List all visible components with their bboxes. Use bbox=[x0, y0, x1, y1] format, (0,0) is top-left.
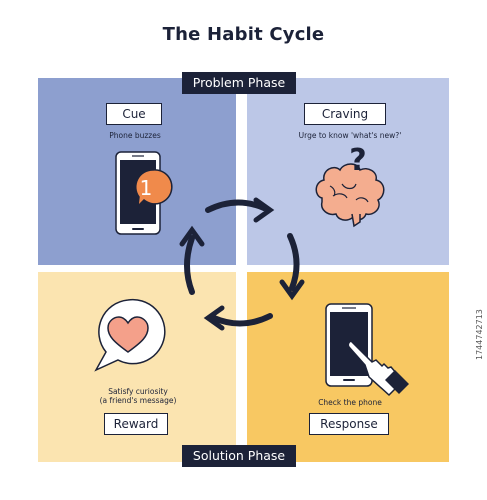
arrow-response-to-reward bbox=[211, 313, 273, 327]
arrowhead-response bbox=[279, 279, 305, 301]
question-mark: ? bbox=[349, 143, 366, 178]
arrowhead-craving bbox=[253, 197, 275, 223]
cue-label: Cue bbox=[106, 103, 162, 125]
arrowhead-cue bbox=[179, 225, 205, 247]
reward-description-line-2: (a friend's message) bbox=[99, 396, 177, 405]
reward-description-line-1: Satisfy curiosity bbox=[108, 387, 168, 396]
arrow-reward-to-cue bbox=[184, 235, 195, 295]
cue-description: Phone buzzes bbox=[109, 131, 161, 140]
hand-tapping-phone-icon bbox=[325, 303, 409, 397]
page-title: The Habit Cycle bbox=[162, 24, 325, 45]
arrow-craving-to-response bbox=[287, 233, 300, 291]
stock-id: 1744742713 bbox=[475, 309, 484, 360]
arrow-cue-to-craving bbox=[205, 199, 267, 213]
arrowhead-reward bbox=[203, 305, 225, 331]
problem-phase-banner: Problem Phase bbox=[182, 72, 296, 94]
solution-phase-banner: Solution Phase bbox=[182, 445, 296, 467]
response-label: Response bbox=[309, 413, 389, 435]
reward-label: Reward bbox=[104, 413, 168, 435]
cycle-arrows-icon bbox=[179, 197, 305, 331]
phone-notification-icon: 1 bbox=[115, 151, 173, 235]
heart-speech-bubble-icon bbox=[94, 298, 166, 372]
notification-badge-number: 1 bbox=[140, 176, 153, 200]
reward-description: Satisfy curiosity (a friend's message) bbox=[88, 387, 188, 405]
craving-label: Craving bbox=[304, 103, 386, 125]
brain-question-icon: ? bbox=[315, 143, 385, 228]
response-description: Check the phone bbox=[318, 398, 382, 407]
craving-description: Urge to know 'what's new?' bbox=[298, 131, 402, 140]
